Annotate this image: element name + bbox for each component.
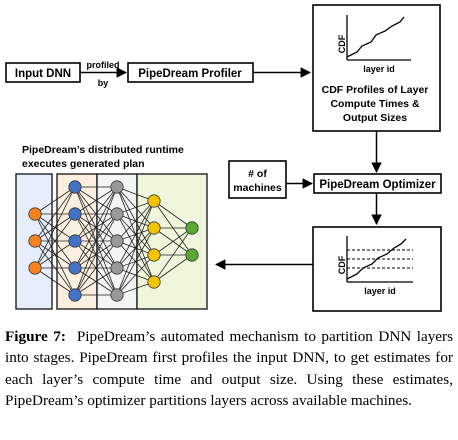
network-node-layer-1 [28,207,42,221]
network-node-layer-3 [110,288,124,302]
input-dnn-label: Input DNN [15,68,71,80]
profiler-label: PipeDream Profiler [138,68,242,80]
input-dnn-box: Input DNN [5,62,81,83]
network-edge [34,240,76,269]
optimizer-label: PipeDream Optimizer [319,179,436,191]
network-node-layer-4 [147,275,161,289]
cdf-caption-line-2: Compute Times & [330,98,419,110]
profiled-label: profiled [87,60,120,70]
cdf-curve [346,16,405,58]
network-node-layer-3 [110,261,124,275]
partition-cdf-label: CDF [337,255,347,274]
layer-id-label: layer id [363,64,395,74]
network-node-layer-3 [110,180,124,194]
cdf-profiles-box: CDF layer id CDF Profiles of Layer Compu… [312,4,441,132]
network-edge [34,213,76,269]
profiler-box: PipeDream Profiler [127,62,254,83]
network-edge [116,227,155,296]
network-node-layer-3 [110,234,124,248]
caption-text: PipeDream’s automated mechanism to parti… [5,328,453,409]
network-edge [153,200,193,229]
network-edge [116,200,155,242]
pipedream-figure: Input DNN profiled by PipeDream Profiler… [5,4,442,312]
figure-caption: Figure 7: PipeDream’s automated mechanis… [5,326,453,411]
network-edge [74,186,118,269]
network-node-layer-5 [185,248,199,262]
cdf-mini-chart: CDF layer id [337,15,411,74]
network-edge [116,200,155,269]
partition-curve [346,238,407,280]
partition-box: CDF layer id [312,226,442,312]
network-edge [153,227,193,256]
distributed-network [15,173,208,310]
network-node-layer-3 [110,207,124,221]
cdf-caption-line-3: Output Sizes [343,112,407,124]
network-node-layer-4 [147,194,161,208]
stage-4 [136,173,208,310]
network-node-layer-2 [68,288,82,302]
cdf-axis-label: CDF [337,34,347,53]
partition-layer-id-label: layer id [364,286,396,296]
network-edge [34,186,76,215]
network-node-layer-5 [185,221,199,235]
network-edge [74,186,118,215]
network-node-layer-2 [68,207,82,221]
runtime-title-line-2: executes generated plan [22,158,145,170]
machines-box: # of machines [228,160,287,199]
network-edge [34,186,76,269]
runtime-title-line-1: PipeDream’s distributed runtime [22,144,184,156]
network-edge [74,186,118,296]
network-edge [116,254,155,296]
network-edge [74,213,118,296]
network-edge [116,200,155,296]
machines-line-1: # of [248,168,267,180]
by-label: by [98,78,109,88]
network-node-layer-2 [68,180,82,194]
cdf-caption-line-1: CDF Profiles of Layer [322,84,429,96]
machines-line-2: machines [233,182,282,194]
network-edge [153,227,193,283]
caption-label: Figure 7: [5,328,66,345]
network-node-layer-1 [28,261,42,275]
network-node-layer-1 [28,234,42,248]
network-edge [34,186,76,242]
network-node-layer-2 [68,261,82,275]
network-node-layer-4 [147,221,161,235]
network-node-layer-2 [68,234,82,248]
network-edge [34,267,76,296]
network-edge [74,267,118,296]
network-edge [74,186,118,242]
network-edge [153,254,193,283]
optimizer-box: PipeDream Optimizer [313,173,442,194]
network-edge [74,240,118,296]
network-node-layer-4 [147,248,161,262]
